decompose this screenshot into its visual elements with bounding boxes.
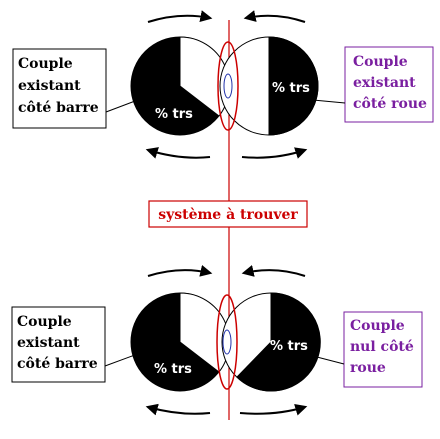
- bottom-right-pie: [221, 292, 321, 392]
- bottom-left-connector: [104, 351, 144, 367]
- bottom-right-box: [343, 311, 423, 388]
- bottom-arrow-bl: [145, 403, 211, 416]
- bottom-arrow-tr: [241, 265, 306, 277]
- top-right-box-line1: Couple: [353, 54, 408, 70]
- top-right-box: [344, 46, 434, 123]
- bottom-left-box: [11, 306, 106, 383]
- bottom-right-box-line2: nul côté: [350, 339, 414, 355]
- bottom-red-ellipse: [216, 294, 238, 390]
- bottom-right-connector: [312, 355, 345, 365]
- top-arrow-tl: [147, 10, 213, 23]
- top-left-pie: [130, 36, 230, 136]
- top-red-ellipse: [217, 41, 239, 131]
- top-left-pie-label: % trs: [155, 107, 193, 122]
- top-left-box-line1: Couple: [18, 56, 73, 72]
- center-box: [148, 200, 308, 228]
- bottom-left-box-line1: Couple: [17, 314, 72, 330]
- bottom-blue-joint: [222, 329, 232, 355]
- top-arrow-bl: [145, 147, 211, 159]
- bottom-right-box-line3: roue: [350, 360, 386, 376]
- top-right-connector: [312, 99, 346, 104]
- center-label: système à trouver: [158, 207, 298, 223]
- top-arrow-tr: [243, 10, 306, 23]
- bottom-right-pie-label: % trs: [270, 339, 308, 354]
- bottom-arrow-tl: [147, 264, 213, 277]
- bottom-arrow-br: [239, 404, 308, 416]
- top-left-box-line3: côté barre: [18, 100, 99, 116]
- top-arrow-br: [241, 147, 308, 159]
- top-blue-joint: [223, 73, 233, 99]
- top-right-box-line2: existant: [353, 75, 416, 91]
- top-right-box-line3: côté roue: [353, 96, 427, 112]
- bottom-left-box-line2: existant: [17, 335, 80, 351]
- top-right-pie: [219, 36, 319, 136]
- bottom-left-pie-label: % trs: [154, 362, 192, 377]
- top-left-box: [12, 48, 107, 129]
- bottom-right-box-line1: Couple: [350, 318, 405, 334]
- top-right-pie-label: % trs: [272, 81, 310, 96]
- top-left-box-line2: existant: [18, 78, 81, 94]
- top-left-connector: [105, 97, 144, 113]
- bottom-left-box-line3: côté barre: [17, 356, 98, 372]
